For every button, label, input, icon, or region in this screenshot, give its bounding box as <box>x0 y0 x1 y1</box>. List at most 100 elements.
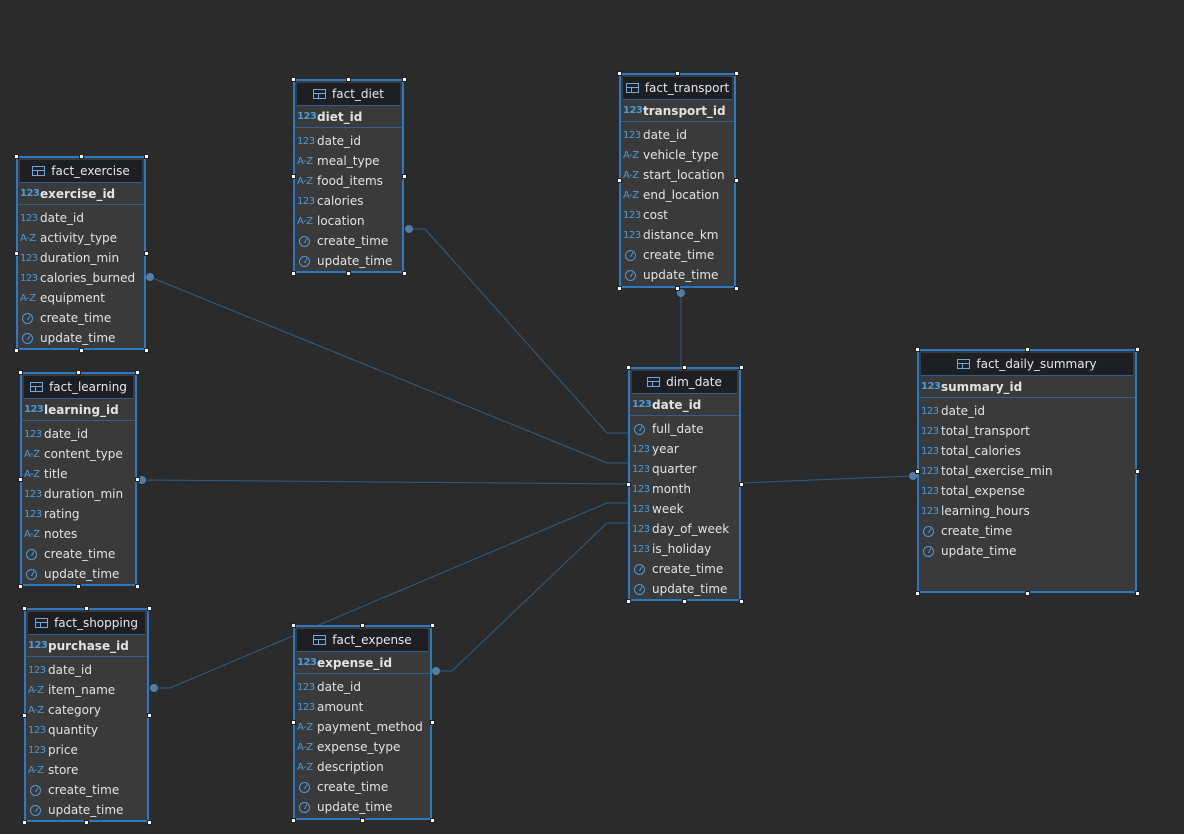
resize-handle[interactable] <box>1024 346 1030 352</box>
resize-handle[interactable] <box>401 270 407 276</box>
resize-handle[interactable] <box>616 178 622 183</box>
resize-handle[interactable] <box>616 70 622 76</box>
resize-handle[interactable] <box>290 173 296 179</box>
resize-handle[interactable] <box>21 819 27 825</box>
column-row[interactable]: update_time <box>630 579 739 599</box>
resize-handle[interactable] <box>429 622 435 628</box>
resize-handle[interactable] <box>76 369 81 375</box>
link-summary-date[interactable] <box>740 475 914 484</box>
link-expense-date[interactable] <box>436 522 628 672</box>
resize-handle[interactable] <box>84 819 89 825</box>
resize-handle[interactable] <box>290 720 296 725</box>
link-learning-date[interactable] <box>141 479 629 485</box>
column-row[interactable]: update_time <box>18 328 144 348</box>
resize-handle[interactable] <box>21 605 27 611</box>
resize-handle[interactable] <box>134 369 140 375</box>
column-row[interactable]: create_time <box>630 559 739 579</box>
resize-handle[interactable] <box>78 347 84 353</box>
column-row[interactable]: create_time <box>621 245 734 265</box>
column-row[interactable]: update_time <box>295 797 430 817</box>
resize-handle[interactable] <box>1134 590 1140 596</box>
table-header[interactable]: fact_transport <box>623 77 732 100</box>
column-row[interactable]: create_time <box>295 777 430 797</box>
resize-handle[interactable] <box>733 178 739 183</box>
column-row[interactable]: create_time <box>295 231 402 251</box>
resize-handle[interactable] <box>625 364 631 370</box>
resize-handle[interactable] <box>429 720 435 725</box>
column-row[interactable]: update_time <box>919 541 1135 561</box>
resize-handle[interactable] <box>360 622 365 628</box>
link-diet-date[interactable] <box>409 228 628 434</box>
resize-handle[interactable] <box>675 285 680 291</box>
resize-handle[interactable] <box>146 605 152 611</box>
resize-handle[interactable] <box>84 605 89 611</box>
resize-handle[interactable] <box>21 712 27 718</box>
resize-handle[interactable] <box>143 153 149 159</box>
link-exercise-date[interactable] <box>149 276 628 464</box>
resize-handle[interactable] <box>429 817 435 823</box>
column-row[interactable]: create_time <box>18 308 144 328</box>
resize-handle[interactable] <box>914 590 920 596</box>
resize-handle[interactable] <box>13 153 19 159</box>
resize-handle[interactable] <box>17 369 23 375</box>
column-row[interactable]: create_time <box>919 521 1135 541</box>
resize-handle[interactable] <box>146 819 152 825</box>
resize-handle[interactable] <box>1024 590 1030 596</box>
resize-handle[interactable] <box>290 622 296 628</box>
resize-handle[interactable] <box>738 364 744 370</box>
resize-handle[interactable] <box>1134 468 1140 474</box>
table-header[interactable]: fact_exercise <box>20 160 142 183</box>
resize-handle[interactable] <box>134 476 140 482</box>
column-row[interactable]: update_time <box>22 564 135 584</box>
resize-handle[interactable] <box>134 583 140 589</box>
resize-handle[interactable] <box>143 347 149 353</box>
resize-handle[interactable] <box>733 70 739 76</box>
resize-handle[interactable] <box>76 583 81 589</box>
resize-handle[interactable] <box>914 346 920 352</box>
table-header[interactable]: fact_expense <box>297 629 428 652</box>
resize-handle[interactable] <box>625 598 631 604</box>
table-header[interactable]: fact_shopping <box>28 612 145 635</box>
resize-handle[interactable] <box>625 481 631 487</box>
table-header[interactable]: fact_daily_summary <box>921 353 1133 376</box>
resize-handle[interactable] <box>360 817 365 823</box>
